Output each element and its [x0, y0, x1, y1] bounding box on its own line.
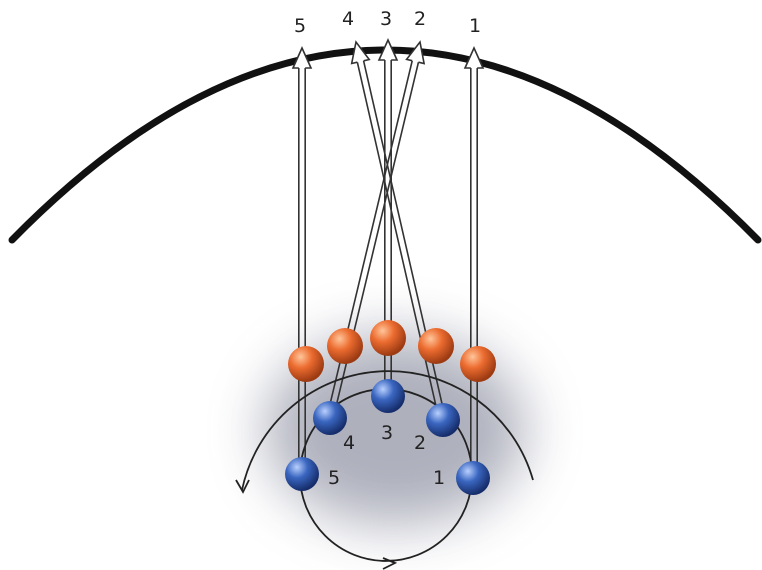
bottom-label-1: 1: [433, 467, 445, 489]
blue-sphere-4: [313, 401, 347, 435]
bottom-label-4: 4: [343, 432, 355, 454]
top-label-2: 2: [414, 8, 426, 30]
blue-sphere-3: [371, 379, 405, 413]
bottom-label-2: 2: [414, 432, 426, 454]
orange-sphere-1: [460, 346, 496, 382]
orange-sphere-2: [418, 328, 454, 364]
orange-sphere-4: [327, 328, 363, 364]
inner-guide-arrow: [383, 558, 395, 569]
top-label-1: 1: [469, 15, 481, 37]
bottom-label-5: 5: [328, 467, 340, 489]
top-label-4: 4: [342, 8, 354, 30]
blue-sphere-1: [456, 461, 490, 495]
bottom-label-3: 3: [381, 422, 393, 444]
blue-sphere-2: [426, 403, 460, 437]
top-label-5: 5: [294, 15, 306, 37]
blue-sphere-5: [285, 457, 319, 491]
orange-sphere-5: [288, 346, 324, 382]
top-label-3: 3: [380, 8, 392, 30]
orange-sphere-3: [370, 320, 406, 356]
